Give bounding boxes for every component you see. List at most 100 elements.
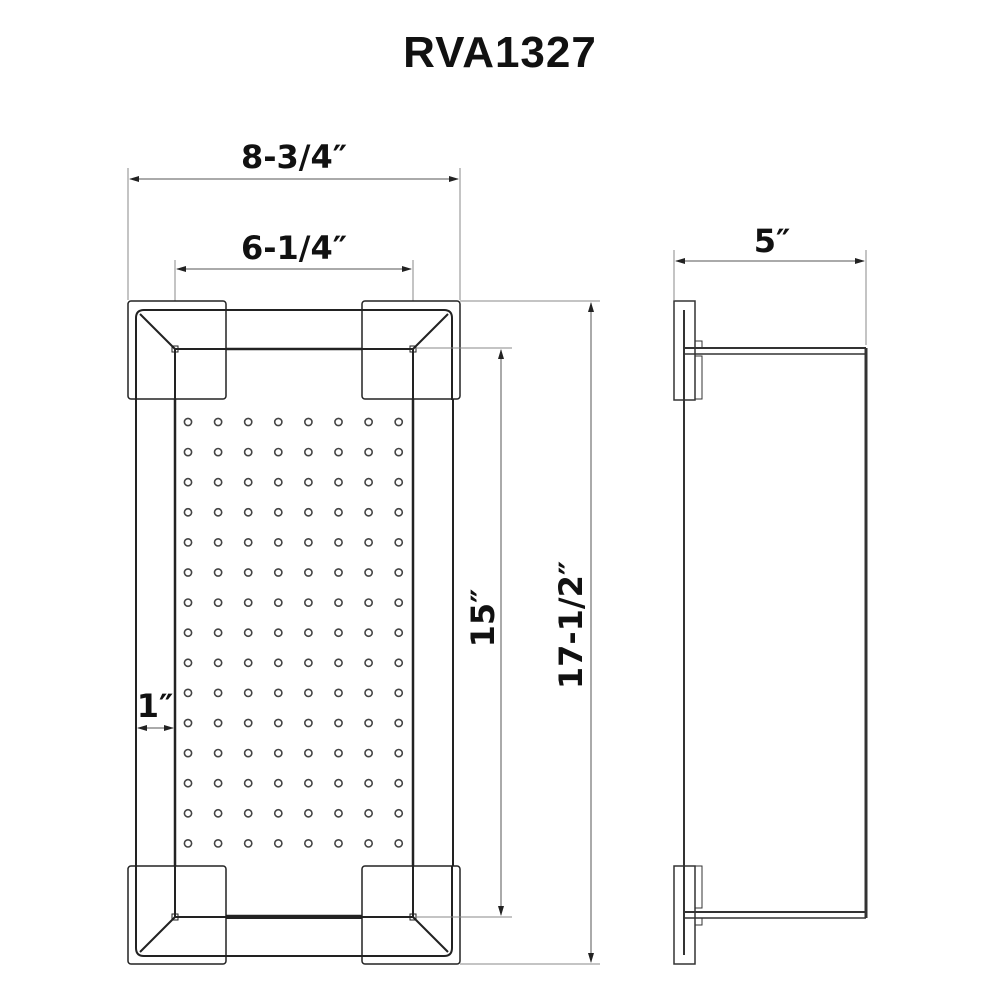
hole xyxy=(273,628,283,638)
hole xyxy=(334,507,343,517)
hole xyxy=(243,718,253,728)
hole xyxy=(303,477,313,487)
hole xyxy=(303,598,313,607)
hole xyxy=(394,447,404,457)
hole xyxy=(334,808,343,818)
hole xyxy=(213,538,223,547)
hole xyxy=(334,748,343,758)
hole xyxy=(183,507,193,517)
hole xyxy=(273,507,283,517)
hole xyxy=(243,628,253,638)
model-title: RVA1327 xyxy=(403,28,597,77)
hole xyxy=(243,839,253,848)
hole xyxy=(303,839,313,848)
hole xyxy=(183,417,193,427)
hole xyxy=(303,688,313,698)
hole xyxy=(364,628,373,638)
hole xyxy=(213,628,223,638)
dim-inner-length: 15″ xyxy=(464,589,502,648)
hole xyxy=(394,417,404,427)
hole xyxy=(303,417,313,427)
hole xyxy=(183,598,193,607)
hole xyxy=(183,568,193,577)
hole xyxy=(364,658,373,668)
hole xyxy=(334,839,343,848)
hole xyxy=(243,538,253,547)
hole xyxy=(364,568,373,577)
hole xyxy=(273,538,283,547)
hole xyxy=(394,718,404,728)
dim-depth: 5″ xyxy=(754,222,791,260)
hole xyxy=(334,628,343,638)
hole xyxy=(334,477,343,487)
hole xyxy=(183,748,193,758)
hole xyxy=(183,808,193,818)
hole xyxy=(394,538,404,547)
hole xyxy=(213,778,223,788)
hole xyxy=(303,808,313,818)
hole xyxy=(303,718,313,728)
dim-overall-width: 8-3/4″ xyxy=(241,138,347,176)
hole xyxy=(334,538,343,547)
hole xyxy=(273,658,283,668)
hole xyxy=(273,598,283,607)
hole xyxy=(303,507,313,517)
hole xyxy=(394,507,404,517)
hole xyxy=(243,447,253,457)
hole xyxy=(303,748,313,758)
hole xyxy=(213,507,223,517)
hole xyxy=(213,718,223,728)
hole xyxy=(394,688,404,698)
hole xyxy=(334,778,343,788)
hole xyxy=(303,658,313,668)
hole xyxy=(364,417,373,427)
side-view xyxy=(673,300,868,965)
hole xyxy=(183,718,193,728)
hole xyxy=(213,568,223,577)
hole xyxy=(243,808,253,818)
top-view xyxy=(127,168,461,965)
hole xyxy=(334,688,343,698)
hole xyxy=(213,658,223,668)
hole xyxy=(334,447,343,457)
hole xyxy=(273,718,283,728)
hole xyxy=(364,598,373,607)
hole xyxy=(394,748,404,758)
hole xyxy=(183,628,193,638)
hole xyxy=(243,507,253,517)
hole xyxy=(183,658,193,668)
hole xyxy=(364,477,373,487)
hole xyxy=(303,447,313,457)
hole xyxy=(334,598,343,607)
hole xyxy=(394,808,404,818)
hole xyxy=(273,477,283,487)
dim-overall-length: 17-1/2″ xyxy=(552,561,590,689)
dim-inner-width: 6-1/4″ xyxy=(241,229,347,267)
hole xyxy=(273,688,283,698)
hole xyxy=(183,839,193,848)
hole xyxy=(364,688,373,698)
hole xyxy=(303,778,313,788)
hole xyxy=(334,568,343,577)
hole xyxy=(213,477,223,487)
hole xyxy=(243,748,253,758)
hole xyxy=(364,778,373,788)
hole xyxy=(334,718,343,728)
hole xyxy=(243,688,253,698)
hole xyxy=(303,568,313,577)
hole xyxy=(303,538,313,547)
hole xyxy=(334,658,343,668)
hole xyxy=(394,628,404,638)
hole xyxy=(213,808,223,818)
hole xyxy=(213,688,223,698)
hole xyxy=(183,688,193,698)
hole xyxy=(394,658,404,668)
hole xyxy=(394,568,404,577)
hole xyxy=(273,447,283,457)
hole xyxy=(183,477,193,487)
hole xyxy=(273,417,283,427)
hole xyxy=(213,598,223,607)
hole xyxy=(273,778,283,788)
hole xyxy=(364,839,373,848)
